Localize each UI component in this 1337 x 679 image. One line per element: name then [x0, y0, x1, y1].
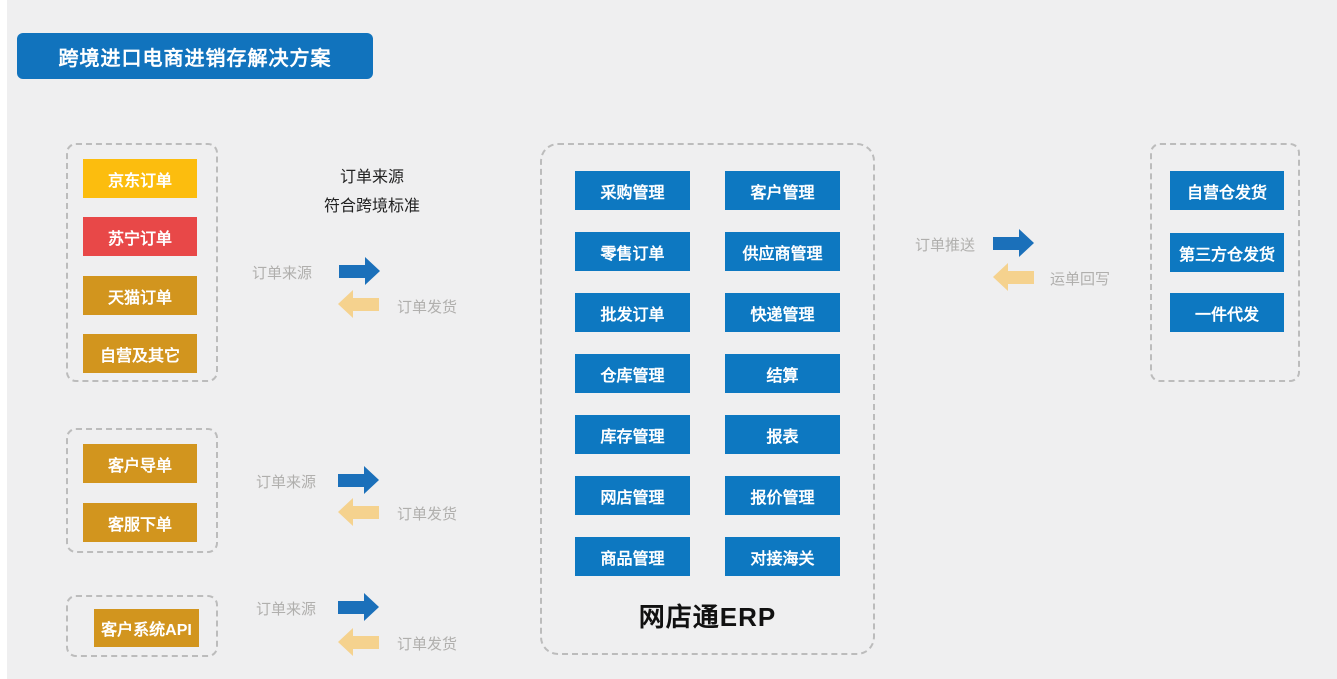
erp-module-quotation: 报价管理 — [725, 476, 840, 515]
note-line-1: 订单来源 — [339, 169, 404, 186]
erp-module-customer: 客户管理 — [725, 171, 840, 210]
erp-module-purchase: 采购管理 — [575, 171, 690, 210]
node-self-operated-orders: 自营及其它 — [83, 334, 197, 373]
erp-module-customs: 对接海关 — [725, 537, 840, 576]
arrow-head — [364, 593, 379, 621]
node-dropshipping: 一件代发 — [1170, 293, 1284, 332]
note-line-2: 符合跨境标准 — [323, 198, 420, 215]
erp-module-warehouse: 仓库管理 — [575, 354, 690, 393]
arrow-left-icon — [338, 628, 379, 656]
fulfillment-panel: 自营仓发货 第三方仓发货 一件代发 — [1150, 143, 1300, 382]
arrow-body — [1008, 271, 1034, 284]
arrow-head — [338, 290, 353, 318]
erp-panel: 采购管理 零售订单 批发订单 仓库管理 库存管理 网店管理 商品管理 客户管理 … — [540, 143, 875, 655]
flow-label-waybill-writeback: 运单回写 — [1050, 271, 1111, 288]
erp-module-wholesale-orders: 批发订单 — [575, 293, 690, 332]
diagram-title: 跨境进口电商进销存解决方案 — [17, 33, 373, 79]
flow-label-order-ship-2: 订单发货 — [397, 506, 458, 523]
arrow-body — [338, 601, 364, 614]
arrow-head — [364, 466, 379, 494]
arrow-body — [993, 237, 1019, 250]
order-source-group-manual: 客户导单 客服下单 — [66, 428, 218, 553]
arrow-left-icon — [993, 263, 1034, 291]
node-third-party-warehouse-shipping: 第三方仓发货 — [1170, 233, 1284, 272]
arrow-left-icon — [338, 498, 379, 526]
arrow-right-icon — [338, 593, 379, 621]
arrow-body — [338, 474, 364, 487]
arrow-right-icon — [339, 257, 380, 285]
arrow-head — [993, 263, 1008, 291]
arrow-right-icon — [993, 229, 1034, 257]
node-tmall-orders: 天猫订单 — [83, 276, 197, 315]
arrow-left-icon — [338, 290, 379, 318]
erp-module-supplier: 供应商管理 — [725, 232, 840, 271]
erp-panel-label: 网店通ERP — [638, 602, 777, 632]
erp-module-online-store: 网店管理 — [575, 476, 690, 515]
node-customer-import-orders: 客户导单 — [83, 444, 197, 483]
node-suning-orders: 苏宁订单 — [83, 217, 197, 256]
node-own-warehouse-shipping: 自营仓发货 — [1170, 171, 1284, 210]
node-jd-orders: 京东订单 — [83, 159, 197, 198]
page-left-margin — [0, 0, 7, 679]
arrow-body — [353, 298, 379, 311]
erp-module-express: 快递管理 — [725, 293, 840, 332]
arrow-body — [353, 636, 379, 649]
flow-label-order-ship-3: 订单发货 — [397, 636, 458, 653]
erp-module-product: 商品管理 — [575, 537, 690, 576]
arrow-head — [1019, 229, 1034, 257]
order-source-note: 订单来源 符合跨境标准 — [282, 163, 462, 221]
erp-module-settlement: 结算 — [725, 354, 840, 393]
arrow-head — [338, 628, 353, 656]
erp-module-inventory: 库存管理 — [575, 415, 690, 454]
node-service-placed-orders: 客服下单 — [83, 503, 197, 542]
erp-module-reports: 报表 — [725, 415, 840, 454]
flow-label-order-push: 订单推送 — [915, 237, 976, 254]
arrow-head — [365, 257, 380, 285]
flow-label-order-source-3: 订单来源 — [256, 601, 317, 618]
arrow-body — [353, 506, 379, 519]
node-customer-system-api: 客户系统API — [94, 609, 199, 647]
arrow-right-icon — [338, 466, 379, 494]
order-source-group-api: 客户系统API — [66, 595, 218, 657]
arrow-body — [339, 265, 365, 278]
order-source-group-marketplace: 京东订单 苏宁订单 天猫订单 自营及其它 — [66, 143, 218, 382]
arrow-head — [338, 498, 353, 526]
flow-label-order-source-1: 订单来源 — [252, 265, 313, 282]
erp-module-retail-orders: 零售订单 — [575, 232, 690, 271]
flow-label-order-source-2: 订单来源 — [256, 474, 317, 491]
flow-label-order-ship-1: 订单发货 — [397, 299, 458, 316]
